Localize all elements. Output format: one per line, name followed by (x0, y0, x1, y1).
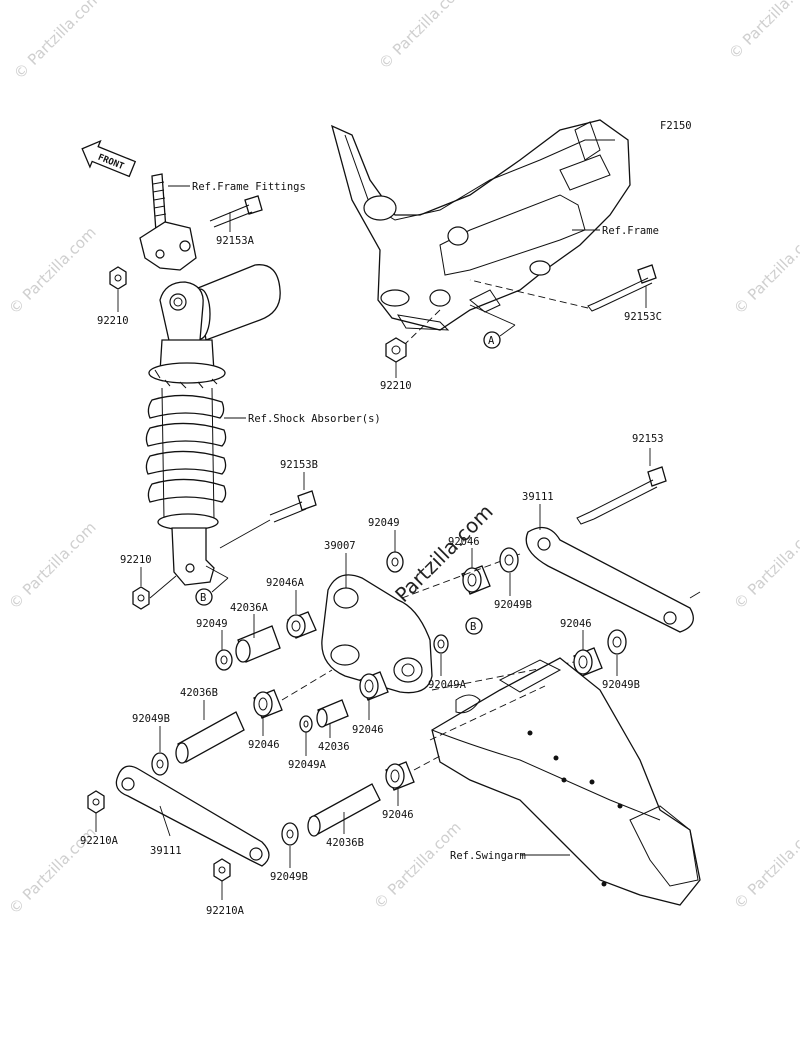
ref-frame-fittings: Ref.Frame Fittings (192, 181, 306, 193)
frame-hole (363, 195, 397, 221)
part-label-92046: 92046 (248, 739, 280, 751)
bushing-92046-right (573, 647, 603, 677)
bolt-92153B (219, 490, 317, 549)
tie-rod-39111-right (525, 526, 694, 633)
part-label-92049A: 92049A (428, 679, 467, 691)
nut-92210-mid (132, 586, 150, 610)
spring-coil (145, 422, 227, 447)
part-label-92046A: 92046A (266, 577, 305, 589)
part-label-92210A: 92210A (206, 905, 245, 917)
watermark: © Partzilla.com (730, 518, 800, 613)
nut-92210A-left (87, 790, 105, 814)
part-label-92153: 92153 (632, 433, 664, 445)
part-label-92210: 92210 (380, 380, 412, 392)
marker-a (483, 331, 501, 349)
bolt-92153C (587, 264, 657, 312)
nut-92210-top (109, 266, 127, 290)
spring-coil (147, 478, 227, 503)
marker-b-label: B (200, 592, 206, 604)
part-label-39111: 39111 (522, 491, 554, 503)
part-label-39007: 39007 (324, 540, 356, 552)
frame-hole (447, 226, 469, 246)
washer-92049A-low (299, 715, 313, 733)
front-arrow: FRONT (81, 139, 137, 178)
part-label-92046: 92046 (560, 618, 592, 630)
figure-code: F2150 (660, 120, 692, 132)
bolt-92153A (209, 195, 263, 228)
part-label-92049B: 92049B (602, 679, 640, 691)
part-label-92210A: 92210A (80, 835, 119, 847)
frame-hole (429, 289, 451, 307)
part-label-92049A: 92049A (288, 759, 327, 771)
frame-hole (380, 289, 410, 307)
shock-reservoir (197, 264, 281, 341)
washer-92049A-right (433, 634, 449, 654)
frame-fitting-bracket (139, 173, 197, 271)
part-label-92049B: 92049B (494, 599, 532, 611)
watermark: © Partzilla.com (370, 818, 465, 913)
front-arrow-shape (81, 139, 137, 178)
ref-shock-absorbers: Ref.Shock Absorber(s) (248, 413, 381, 425)
marker-a-label: A (488, 335, 495, 347)
nut-92210-frame (385, 337, 407, 363)
washer-92049-top (386, 551, 404, 573)
watermark: © Partzilla.com (730, 223, 800, 318)
watermark: © Partzilla.com (725, 0, 800, 63)
watermark: © Partzilla.com (10, 0, 105, 83)
part-label-42036B: 42036B (326, 837, 364, 849)
frame-hole (529, 260, 551, 276)
part-label-92210: 92210 (97, 315, 129, 327)
washer-92049-left (215, 649, 233, 671)
part-label-92153A: 92153A (216, 235, 255, 247)
part-label-42036A: 42036A (230, 602, 269, 614)
ref-frame: Ref.Frame (602, 225, 659, 237)
part-label-42036B: 42036B (180, 687, 218, 699)
watermark: © Partzilla.com (5, 518, 100, 613)
part-label-92049: 92049 (368, 517, 400, 529)
washer-92049B-low (281, 822, 299, 846)
frame-body (331, 119, 631, 331)
watermark: © Partzilla.com (5, 223, 100, 318)
part-label-92210: 92210 (120, 554, 152, 566)
watermark: © Partzilla.com (375, 0, 470, 73)
collar-42036B-low (307, 783, 381, 837)
bushing-92046-mid (253, 689, 283, 719)
washer-92049B-left (151, 752, 169, 776)
marker-b-label: B (470, 621, 476, 633)
collar-42036 (316, 699, 349, 728)
part-label-42036: 42036 (318, 741, 350, 753)
ref-swingarm: Ref.Swingarm (450, 850, 526, 862)
bushing-92046A (286, 611, 317, 639)
marker-b (465, 617, 483, 635)
nut-92210A-low (213, 858, 231, 882)
part-label-92153C: 92153C (624, 311, 662, 323)
part-label-39111: 39111 (150, 845, 182, 857)
part-label-92153B: 92153B (280, 459, 318, 471)
collar-42036A (235, 625, 281, 663)
part-label-92049B: 92049B (132, 713, 170, 725)
part-label-92046: 92046 (448, 536, 480, 548)
part-label-92049B: 92049B (270, 871, 308, 883)
part-label-92046: 92046 (352, 724, 384, 736)
spring-coil (145, 450, 227, 475)
bolt-92153 (576, 466, 667, 525)
washer-92049B-far (607, 629, 627, 655)
spring-coil (147, 394, 225, 419)
part-label-92049: 92049 (196, 618, 228, 630)
bushing-92046-low (385, 761, 415, 791)
washer-92049B-right (499, 547, 519, 573)
watermark: © Partzilla.com (730, 818, 800, 913)
collar-42036B-left (175, 711, 245, 764)
tie-rod-39111-left (115, 765, 270, 867)
marker-b (195, 588, 213, 606)
frame-assembly (331, 119, 631, 331)
part-label-92046: 92046 (382, 809, 414, 821)
shock-absorber (145, 264, 281, 586)
